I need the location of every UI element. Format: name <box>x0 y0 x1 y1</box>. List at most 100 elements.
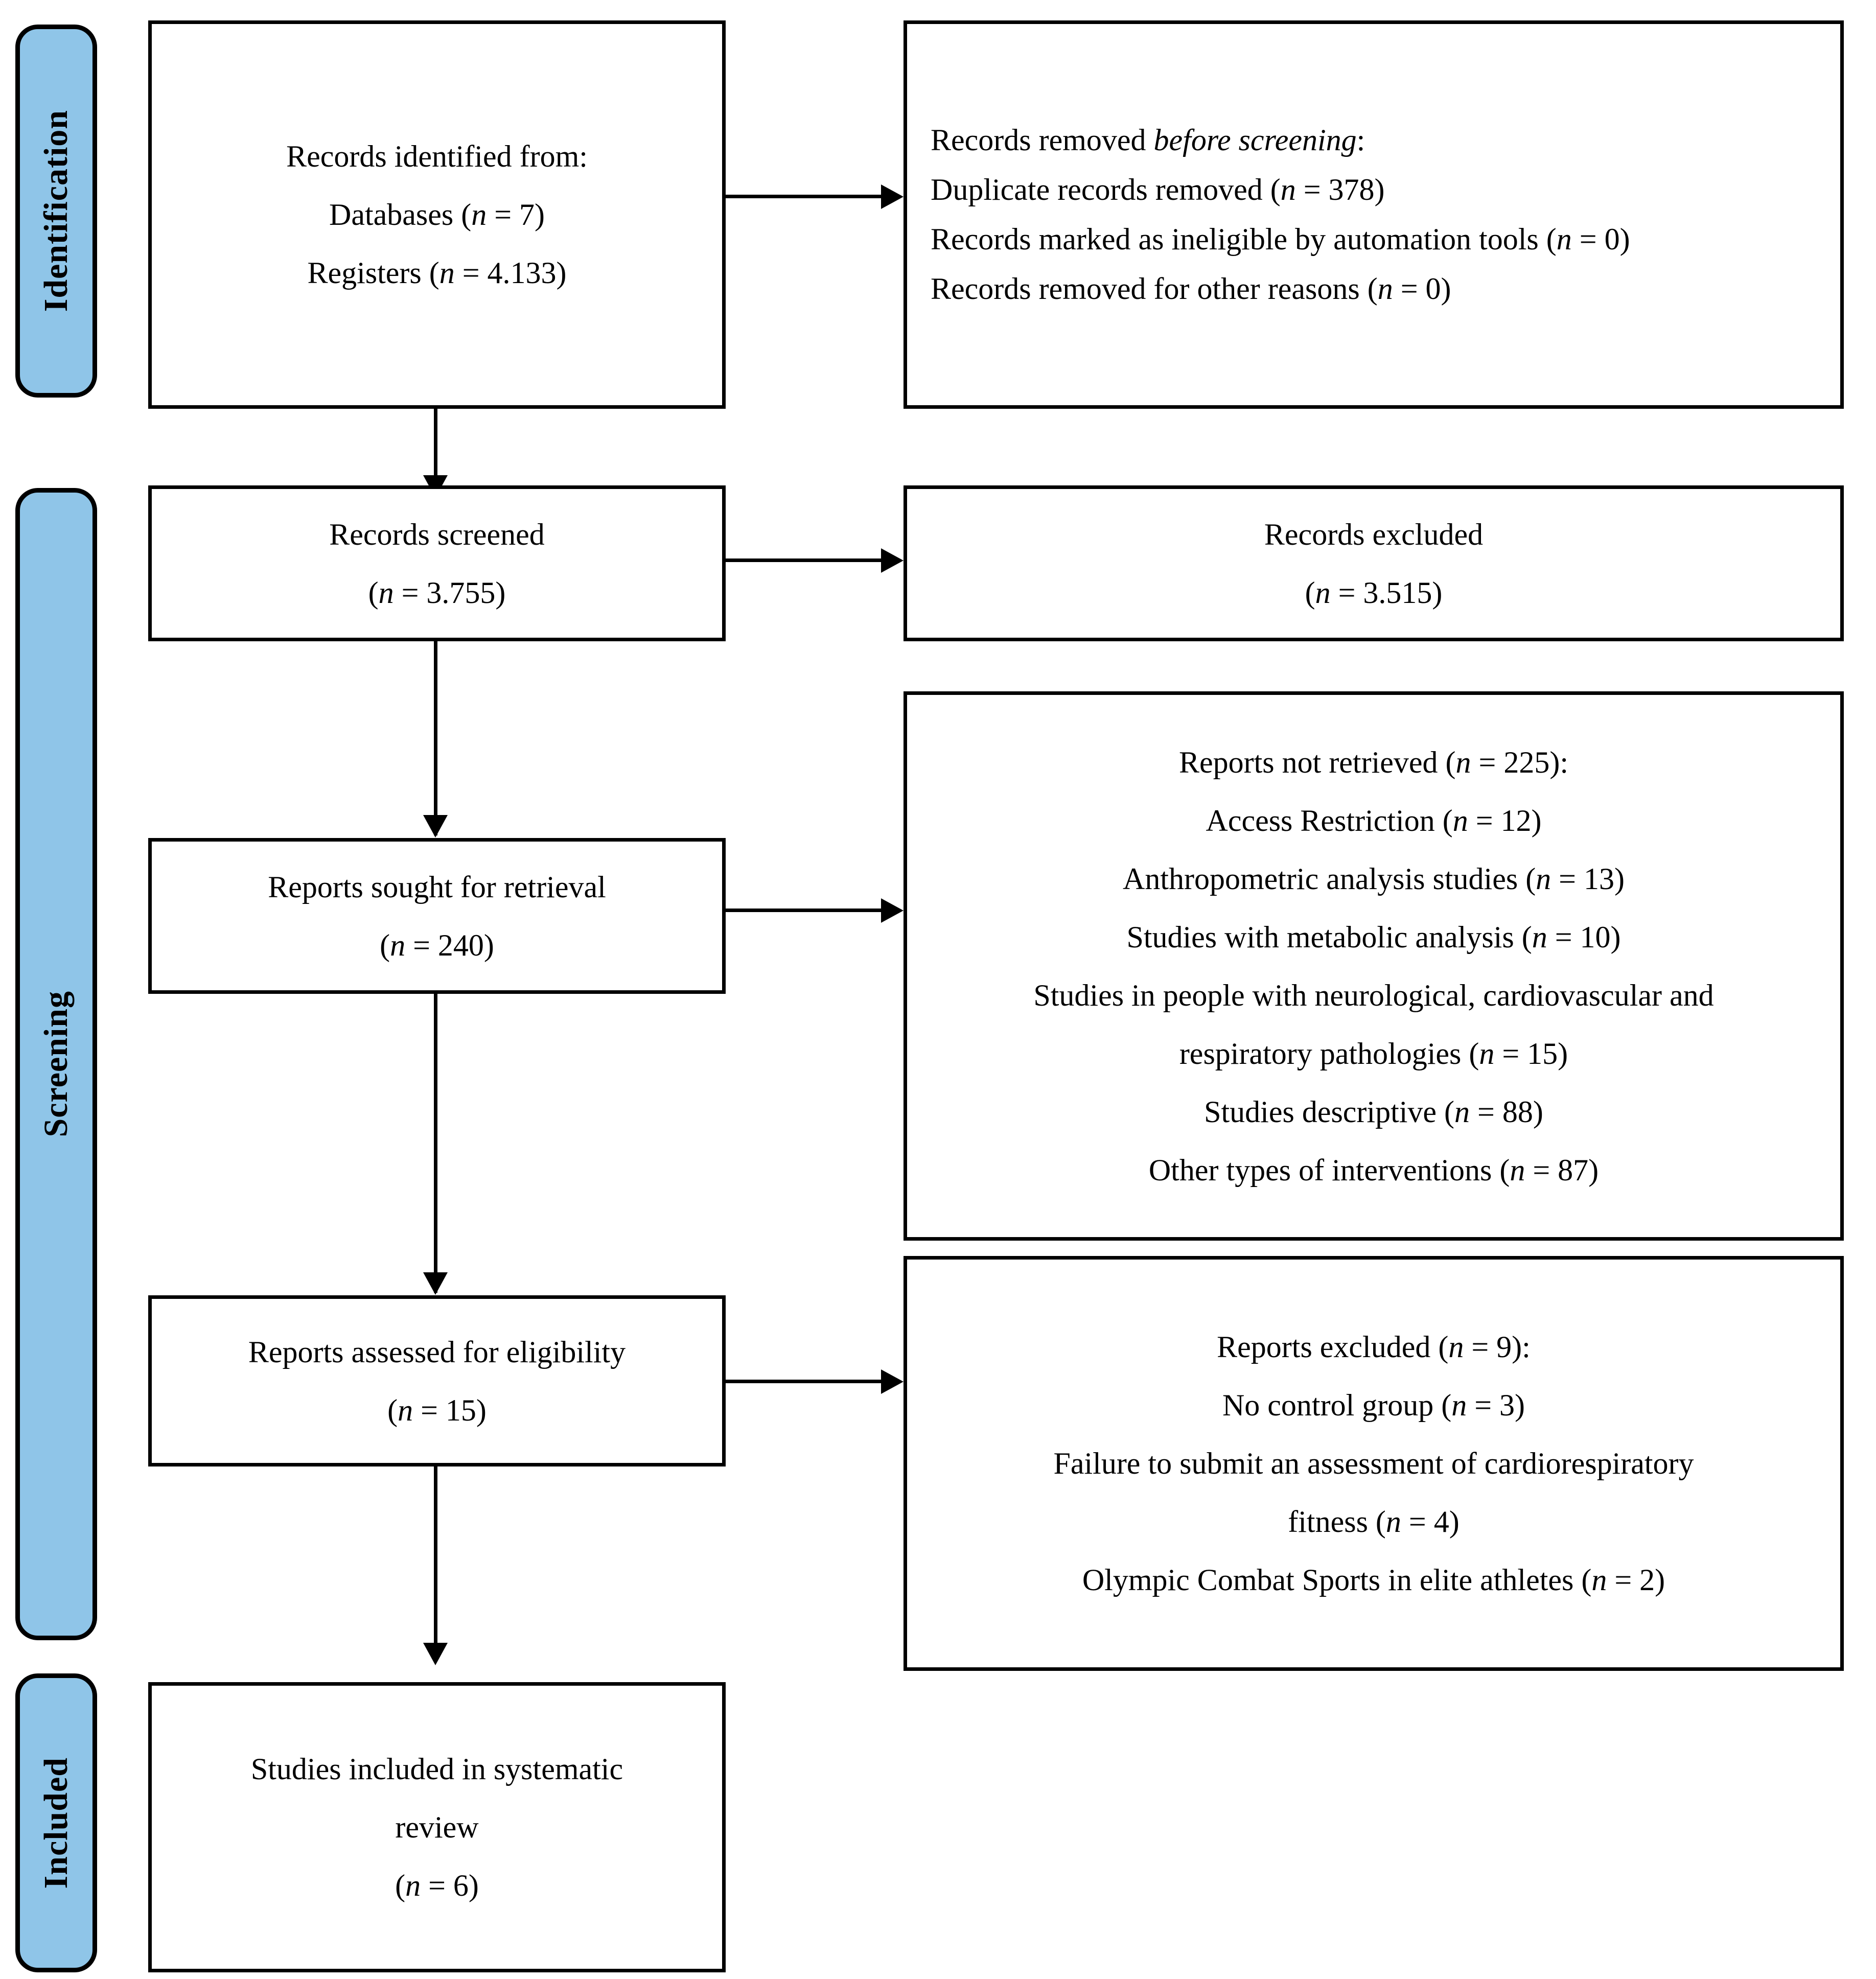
records-excluded-n-symbol: n <box>1315 575 1331 610</box>
studies-included-n-symbol: n <box>405 1869 421 1902</box>
box-records-removed: Records removed before screening: Duplic… <box>904 20 1844 409</box>
reports-assessed-count: (n = 15) <box>152 1381 722 1439</box>
duplicates-n-symbol: n <box>1280 172 1296 206</box>
studies-included-paren-open: ( <box>395 1869 406 1902</box>
reports-sought-paren-open: ( <box>380 928 390 962</box>
automation-text: Records marked as ineligible by automati… <box>931 222 1557 256</box>
records-excluded-paren-open: ( <box>1305 575 1315 610</box>
anthropometric-n-symbol: n <box>1536 862 1551 896</box>
reports-assessed-value: = 15) <box>413 1393 487 1427</box>
reports-excluded-title: Reports excluded (n = 9): <box>907 1318 1840 1376</box>
reason-anthropometric: Anthropometric analysis studies (n = 13) <box>907 850 1840 908</box>
records-screened-label: Records screened <box>329 517 545 551</box>
arrowhead-assessed-to-reportsexcluded <box>881 1369 904 1394</box>
records-removed-title-c: : <box>1356 123 1365 157</box>
connector-assessed-to-reportsexcluded <box>726 1380 884 1383</box>
pathologies-value: = 15) <box>1494 1036 1568 1070</box>
studies-included-value: = 6) <box>421 1869 479 1902</box>
automation-value: = 0) <box>1571 222 1630 256</box>
descriptive-n-symbol: n <box>1454 1095 1470 1129</box>
fitness-text: fitness ( <box>1288 1505 1386 1539</box>
databases-value: = 7) <box>487 198 545 231</box>
olympic-combat-text: Olympic Combat Sports in elite athletes … <box>1082 1563 1592 1597</box>
reports-sought-count: (n = 240) <box>152 916 722 974</box>
other-reasons-text: Records removed for other reasons ( <box>931 272 1378 306</box>
arrowhead-assessed-to-included <box>423 1643 448 1665</box>
records-screened-n-symbol: n <box>378 575 394 610</box>
records-screened-paren-open: ( <box>368 575 379 610</box>
no-control-group-value: = 3) <box>1467 1388 1525 1422</box>
access-restriction-text: Access Restriction ( <box>1206 803 1453 837</box>
databases-text: Databases ( <box>329 198 472 231</box>
reports-excluded-title-value: = 9): <box>1464 1330 1531 1364</box>
reports-sought-value: = 240) <box>405 928 494 962</box>
box-records-screened: Records screened (n = 3.755) <box>148 485 726 641</box>
other-interventions-value: = 87) <box>1525 1153 1599 1187</box>
registers-n-symbol: n <box>439 256 455 290</box>
reports-sought-label: Reports sought for retrieval <box>268 870 606 904</box>
box-reports-sought: Reports sought for retrieval (n = 240) <box>148 838 726 994</box>
records-excluded-label: Records excluded <box>1264 517 1484 551</box>
other-interventions-n-symbol: n <box>1510 1153 1525 1187</box>
box-reports-excluded: Reports excluded (n = 9): No control gro… <box>904 1256 1844 1671</box>
connector-assessed-to-included <box>434 1466 437 1643</box>
reason-cardiorespiratory-line1: Failure to submit an assessment of cardi… <box>1053 1447 1694 1480</box>
descriptive-value: = 88) <box>1470 1095 1543 1129</box>
arrowhead-screened-to-excluded <box>881 548 904 573</box>
olympic-combat-value: = 2) <box>1607 1563 1665 1597</box>
stage-label-included: Included <box>37 1757 75 1889</box>
fitness-value: = 4) <box>1401 1505 1460 1539</box>
pathologies-n-symbol: n <box>1479 1036 1495 1070</box>
records-identified-databases: Databases (n = 7) <box>152 185 722 244</box>
box-reports-not-retrieved: Reports not retrieved (n = 225): Access … <box>904 691 1844 1241</box>
records-removed-title-emph: before screening <box>1153 123 1357 157</box>
not-retrieved-title-value: = 225): <box>1471 745 1569 779</box>
studies-included-line2: review <box>395 1810 479 1844</box>
access-restriction-n-symbol: n <box>1452 803 1468 837</box>
records-removed-title-a: Records removed <box>931 123 1154 157</box>
pathologies-text: respiratory pathologies ( <box>1179 1036 1479 1070</box>
reason-pathologies-line1: Studies in people with neurological, car… <box>1033 978 1714 1012</box>
olympic-combat-n-symbol: n <box>1591 1563 1607 1597</box>
registers-text: Registers ( <box>307 256 439 290</box>
metabolic-n-symbol: n <box>1532 920 1547 954</box>
stage-label-identification: Identification <box>37 110 75 312</box>
not-retrieved-title-text: Reports not retrieved ( <box>1179 745 1456 779</box>
box-records-excluded: Records excluded (n = 3.515) <box>904 485 1844 641</box>
automation-n-symbol: n <box>1556 222 1572 256</box>
other-reasons-n-symbol: n <box>1377 272 1393 306</box>
not-retrieved-title-n-symbol: n <box>1455 745 1471 779</box>
other-interventions-text: Other types of interventions ( <box>1148 1153 1510 1187</box>
arrowhead-sought-to-notretrieved <box>881 898 904 923</box>
box-reports-assessed: Reports assessed for eligibility (n = 15… <box>148 1295 726 1466</box>
records-removed-duplicates: Duplicate records removed (n = 378) <box>907 165 1840 215</box>
reason-access-restriction: Access Restriction (n = 12) <box>907 791 1840 850</box>
no-control-group-text: No control group ( <box>1222 1388 1452 1422</box>
reports-assessed-paren-open: ( <box>387 1393 398 1427</box>
anthropometric-value: = 13) <box>1551 862 1625 896</box>
reports-excluded-title-n-symbol: n <box>1448 1330 1464 1364</box>
arrowhead-screened-to-sought <box>423 815 448 837</box>
metabolic-text: Studies with metabolic analysis ( <box>1126 920 1532 954</box>
connector-sought-to-notretrieved <box>726 909 884 912</box>
reports-sought-n-symbol: n <box>390 928 406 962</box>
reason-olympic-combat-sports: Olympic Combat Sports in elite athletes … <box>907 1551 1840 1609</box>
records-identified-title: Records identified from: <box>286 139 588 173</box>
box-records-identified: Records identified from: Databases (n = … <box>148 20 726 409</box>
records-screened-value: = 3.755) <box>393 575 506 610</box>
descriptive-text: Studies descriptive ( <box>1204 1095 1455 1129</box>
connector-identified-to-removed <box>726 195 884 198</box>
studies-included-count: (n = 6) <box>152 1856 722 1915</box>
records-removed-automation: Records marked as ineligible by automati… <box>907 215 1840 264</box>
reports-assessed-label: Reports assessed for eligibility <box>248 1335 626 1369</box>
reason-pathologies-line2: respiratory pathologies (n = 15) <box>907 1025 1840 1083</box>
connector-screened-to-excluded <box>726 558 884 562</box>
records-removed-other: Records removed for other reasons (n = 0… <box>907 264 1840 314</box>
records-screened-count: (n = 3.755) <box>152 564 722 622</box>
stage-bar-screening: Screening <box>15 488 97 1640</box>
arrowhead-sought-to-assessed <box>423 1272 448 1295</box>
records-removed-title: Records removed before screening: <box>907 115 1840 165</box>
metabolic-value: = 10) <box>1547 920 1621 954</box>
reason-metabolic: Studies with metabolic analysis (n = 10) <box>907 908 1840 966</box>
